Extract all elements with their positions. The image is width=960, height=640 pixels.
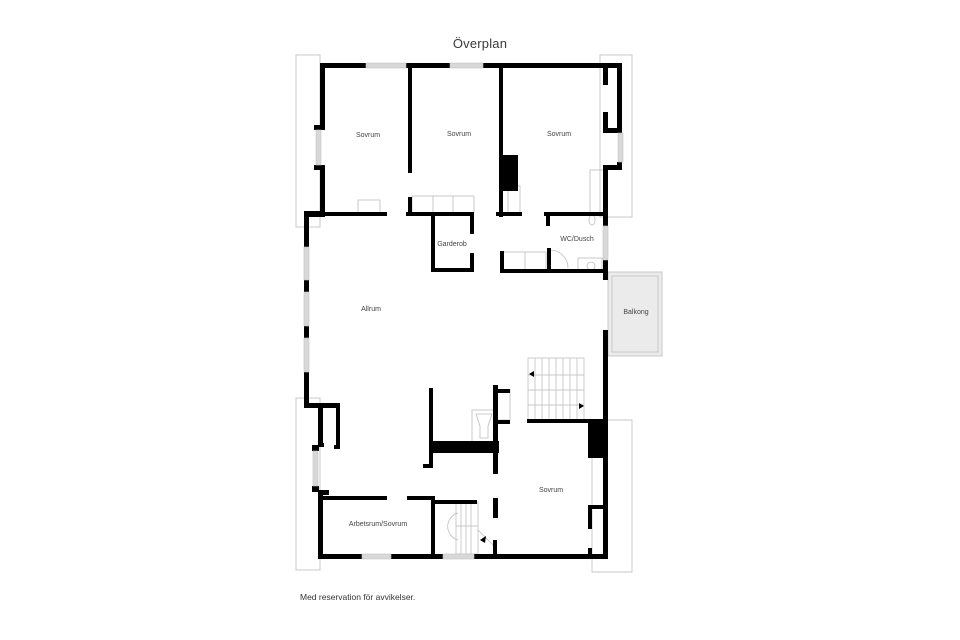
- balcony: [607, 271, 663, 357]
- room-label-garderob: Garderob: [437, 241, 467, 248]
- windows: [303, 62, 624, 560]
- disclaimer-note: Med reservation för avvikelser.: [300, 592, 416, 602]
- room-labels: Sovrum Sovrum Sovrum Garderob WC/Dusch A…: [349, 131, 649, 528]
- walls: [304, 63, 622, 559]
- room-label-sovrum-2: Sovrum: [447, 131, 471, 138]
- room-label-sovrum-1: Sovrum: [356, 132, 380, 139]
- plan-title: Överplan: [452, 36, 508, 51]
- room-label-wc-dusch: WC/Dusch: [560, 236, 594, 243]
- room-label-balkong: Balkong: [623, 309, 648, 316]
- room-label-sovrum-4: Sovrum: [539, 487, 563, 494]
- room-label-sovrum-3: Sovrum: [547, 131, 571, 138]
- fixtures: [357, 169, 605, 443]
- stairs: [447, 357, 585, 555]
- room-label-arbetsrum: Arbetsrum/Sovrum: [349, 521, 408, 528]
- room-label-allrum: Allrum: [361, 306, 381, 313]
